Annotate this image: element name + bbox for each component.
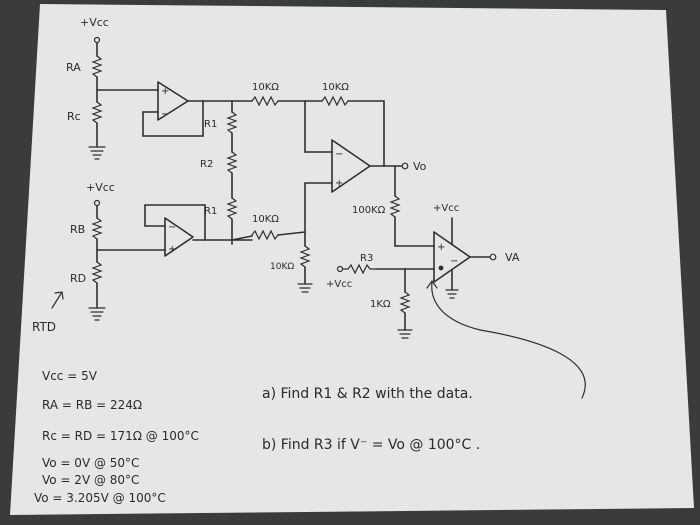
label-rtd: RTD <box>32 320 56 334</box>
opamp-buffer-bottom: − + <box>144 204 253 257</box>
svg-text:−: − <box>450 256 458 267</box>
top-bridge: +Vcc RA Rc <box>66 16 159 160</box>
given-line-2: RA = RB = 224Ω <box>42 398 142 412</box>
questions: a) Find R1 & R2 with the data. b) Find R… <box>262 386 480 453</box>
terminal-va <box>489 253 497 261</box>
label-r1-bottom: R1 <box>204 206 217 217</box>
diff-amp-input: 10KΩ 10KΩ <box>231 82 385 161</box>
label-r2: R2 <box>200 159 213 170</box>
label-rd: RD <box>70 272 86 285</box>
svg-text:−: − <box>168 222 176 233</box>
resistor-10k-mid <box>251 229 279 241</box>
label-1k: 1KΩ <box>370 299 391 310</box>
label-ra: RA <box>66 61 81 74</box>
svg-text:+: + <box>161 86 169 97</box>
resistor-rc <box>91 101 103 124</box>
terminal-vo <box>401 162 409 170</box>
resistor-rb <box>91 217 103 240</box>
resistor-1k <box>399 291 411 314</box>
label-100k: 100KΩ <box>352 205 386 216</box>
comparator-network: 100KΩ R3 +Vcc 1KΩ <box>326 165 435 339</box>
bottom-bridge: +Vcc RB RD RTD <box>32 181 166 334</box>
label-vo: Vo <box>413 160 427 173</box>
label-10k-top-right: 10KΩ <box>322 82 349 93</box>
paper-background <box>10 4 694 515</box>
given-line-1: Vcc = 5V <box>42 369 98 383</box>
given-line-3: Rc = RD = 171Ω @ 100°C <box>42 429 199 443</box>
resistor-10k-top-right <box>321 95 349 107</box>
resistor-10k-ground <box>299 245 311 268</box>
resistor-r1-bottom <box>226 197 238 220</box>
resistor-rd-rtd <box>91 261 103 284</box>
resistor-ra <box>91 55 103 78</box>
label-10k-top-left: 10KΩ <box>252 82 279 93</box>
label-vcc-comp: +Vcc <box>433 203 459 214</box>
label-r3: R3 <box>360 253 373 264</box>
given-line-4: Vo = 0V @ 50°C <box>42 456 139 470</box>
label-rc: Rc <box>67 110 81 123</box>
resistor-100k <box>389 195 401 218</box>
label-va: VA <box>505 251 520 264</box>
question-a: a) Find R1 & R2 with the data. <box>262 386 473 402</box>
svg-text:+: + <box>168 244 176 255</box>
label-rb: RB <box>70 223 85 236</box>
resistor-10k-top-left <box>251 95 279 107</box>
label-vcc-mid: +Vcc <box>86 181 115 194</box>
resistor-r3 <box>342 263 377 275</box>
given-line-6: Vo = 3.205V @ 100°C <box>34 491 166 505</box>
label-10k-mid: 10KΩ <box>252 214 279 225</box>
label-r1-top: R1 <box>204 119 217 130</box>
svg-text:+: + <box>437 242 445 253</box>
opamp-comparator: + − +Vcc VA <box>433 203 520 299</box>
given-line-5: Vo = 2V @ 80°C <box>42 473 139 487</box>
svg-text:−: − <box>335 149 343 160</box>
svg-text:+: + <box>335 178 343 189</box>
label-vcc-top: +Vcc <box>80 16 109 29</box>
label-10k-ground: 10KΩ <box>270 262 294 272</box>
resistor-r1-top <box>226 111 238 134</box>
question-b: b) Find R3 if V⁻ = Vo @ 100°C . <box>262 437 480 453</box>
given-values: Vcc = 5V RA = RB = 224Ω Rc = RD = 171Ω @… <box>34 369 199 505</box>
diff-amp-plus-network: 10KΩ 10KΩ <box>231 214 313 293</box>
comparator-dot <box>438 265 444 271</box>
label-vcc-r3: +Vcc <box>326 279 352 290</box>
opamp-difference: − + Vo <box>304 139 427 233</box>
rtd-arrow <box>51 291 63 309</box>
svg-text:−: − <box>161 109 169 120</box>
opamp-buffer-top: + − <box>142 81 233 137</box>
curved-arrow <box>431 281 586 399</box>
resistor-r2 <box>226 151 238 174</box>
